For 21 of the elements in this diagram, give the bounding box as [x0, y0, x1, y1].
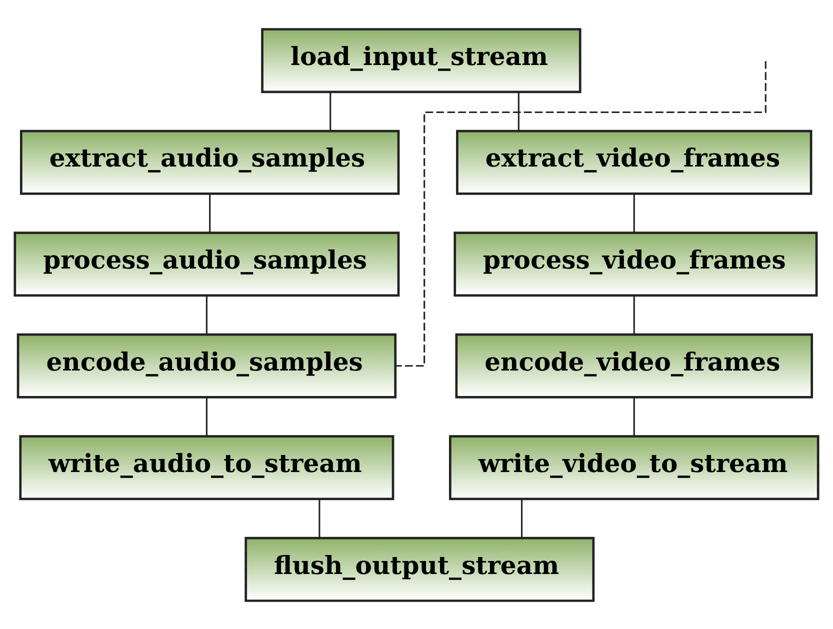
connector: [318, 498, 320, 537]
node-box: process_video_frames: [454, 231, 818, 296]
node-box: flush_output_stream: [244, 536, 595, 602]
connector: [209, 194, 211, 232]
connector: [206, 397, 208, 436]
node-box: extract_video_frames: [456, 129, 812, 194]
node-box: write_video_to_stream: [448, 434, 820, 500]
connector: [633, 194, 635, 232]
node-box: process_audio_samples: [14, 231, 400, 296]
node-box: encode_audio_samples: [16, 332, 397, 398]
connector: [395, 60, 766, 366]
connector: [330, 92, 332, 130]
node-box: load_input_stream: [261, 28, 582, 93]
node-box: extract_audio_samples: [20, 129, 400, 194]
connector: [633, 295, 635, 334]
connector: [206, 295, 208, 334]
node-box: encode_video_frames: [455, 332, 813, 398]
connector: [518, 92, 520, 130]
connector: [521, 498, 523, 537]
connector: [633, 397, 635, 436]
node-box: write_audio_to_stream: [19, 434, 394, 500]
